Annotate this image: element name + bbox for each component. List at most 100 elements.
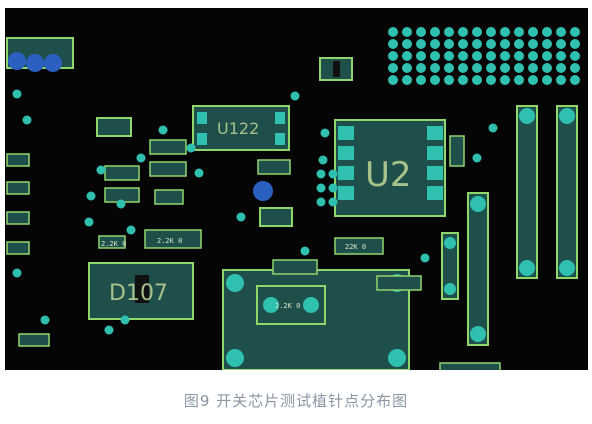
grid-pad bbox=[416, 51, 426, 61]
resistor bbox=[334, 237, 384, 255]
test-pad bbox=[194, 168, 204, 178]
test-pad bbox=[86, 191, 96, 201]
test-pad bbox=[328, 197, 338, 207]
grid-pad bbox=[528, 39, 538, 49]
grid-pad bbox=[542, 51, 552, 61]
component-mark bbox=[333, 61, 340, 77]
grid-pad bbox=[472, 27, 482, 37]
grid-pad bbox=[486, 27, 496, 37]
grid-pad bbox=[416, 63, 426, 73]
test-pad bbox=[488, 123, 498, 133]
grid-pad bbox=[430, 27, 440, 37]
connector-vertical bbox=[556, 105, 578, 279]
pcb-board: U122 U2 D107 bbox=[5, 8, 588, 370]
grid-pad bbox=[500, 51, 510, 61]
diode-mark bbox=[135, 275, 149, 303]
pad bbox=[275, 112, 285, 124]
grid-pad bbox=[458, 27, 468, 37]
grid-pad bbox=[500, 27, 510, 37]
grid-pad bbox=[542, 27, 552, 37]
grid-pad bbox=[388, 63, 398, 73]
test-pad bbox=[290, 91, 300, 101]
grid-pad bbox=[528, 27, 538, 37]
grid-pad bbox=[486, 75, 496, 85]
label-u2: U2 bbox=[365, 155, 412, 195]
grid-pad bbox=[402, 51, 412, 61]
grid-pad bbox=[458, 63, 468, 73]
test-pad bbox=[316, 169, 326, 179]
grid-pad bbox=[514, 51, 524, 61]
pad bbox=[197, 133, 207, 145]
grid-pad bbox=[500, 63, 510, 73]
grid-pad bbox=[402, 27, 412, 37]
grid-pad bbox=[388, 27, 398, 37]
grid-pad bbox=[388, 51, 398, 61]
grid-pad bbox=[570, 27, 580, 37]
pad bbox=[197, 112, 207, 124]
blue-test-pin bbox=[253, 181, 273, 201]
loose-test-pads bbox=[12, 89, 498, 335]
grid-pad bbox=[486, 63, 496, 73]
test-pad bbox=[84, 217, 94, 227]
grid-pad bbox=[458, 75, 468, 85]
grid-pad bbox=[528, 63, 538, 73]
label-resistor-4: 2.2K 0 bbox=[275, 302, 300, 310]
grid-pad bbox=[444, 27, 454, 37]
grid-pad bbox=[402, 39, 412, 49]
test-pad bbox=[300, 246, 310, 256]
test-pad bbox=[12, 268, 22, 278]
test-pad bbox=[236, 212, 246, 222]
blue-test-pin bbox=[26, 54, 44, 72]
grid-pad bbox=[556, 51, 566, 61]
connector-vertical bbox=[467, 192, 489, 346]
grid-pad bbox=[402, 75, 412, 85]
test-pad bbox=[104, 325, 114, 335]
grid-pad bbox=[416, 75, 426, 85]
grid-pad bbox=[444, 75, 454, 85]
grid-pad bbox=[388, 39, 398, 49]
grid-pad bbox=[472, 75, 482, 85]
grid-pad bbox=[500, 75, 510, 85]
label-resistor-1: 2.2K 0 bbox=[101, 240, 126, 248]
grid-pad bbox=[570, 75, 580, 85]
test-pad bbox=[40, 315, 50, 325]
connector-vertical bbox=[516, 105, 538, 279]
grid-pad bbox=[430, 51, 440, 61]
resistor bbox=[144, 229, 202, 249]
grid-pad bbox=[486, 51, 496, 61]
label-resistor-2: 2.2K 0 bbox=[157, 237, 182, 245]
test-pad bbox=[126, 225, 136, 235]
test-pad bbox=[22, 115, 32, 125]
test-pad bbox=[96, 165, 106, 175]
grid-pad bbox=[514, 63, 524, 73]
chip-u122 bbox=[192, 105, 290, 151]
label-d107: D107 bbox=[109, 281, 168, 306]
component-small bbox=[96, 117, 132, 137]
grid-pad bbox=[444, 63, 454, 73]
test-pad bbox=[158, 125, 168, 135]
grid-pad bbox=[402, 63, 412, 73]
test-pad bbox=[12, 89, 22, 99]
test-pad bbox=[318, 155, 328, 165]
grid-pad bbox=[556, 63, 566, 73]
grid-pad bbox=[514, 75, 524, 85]
grid-pad bbox=[416, 27, 426, 37]
pad-grid-top-right bbox=[388, 27, 580, 85]
grid-pad bbox=[556, 39, 566, 49]
resistor bbox=[98, 235, 126, 249]
grid-pad bbox=[458, 51, 468, 61]
test-pad bbox=[472, 153, 482, 163]
test-pad bbox=[316, 197, 326, 207]
grid-pad bbox=[570, 63, 580, 73]
grid-pad bbox=[430, 39, 440, 49]
test-pad bbox=[320, 128, 330, 138]
test-pad bbox=[120, 315, 130, 325]
grid-pad bbox=[472, 63, 482, 73]
grid-pad bbox=[514, 39, 524, 49]
grid-pad bbox=[542, 39, 552, 49]
grid-pad bbox=[570, 39, 580, 49]
test-pad bbox=[186, 143, 196, 153]
grid-pad bbox=[430, 63, 440, 73]
test-pad bbox=[116, 199, 126, 209]
grid-pad bbox=[444, 51, 454, 61]
